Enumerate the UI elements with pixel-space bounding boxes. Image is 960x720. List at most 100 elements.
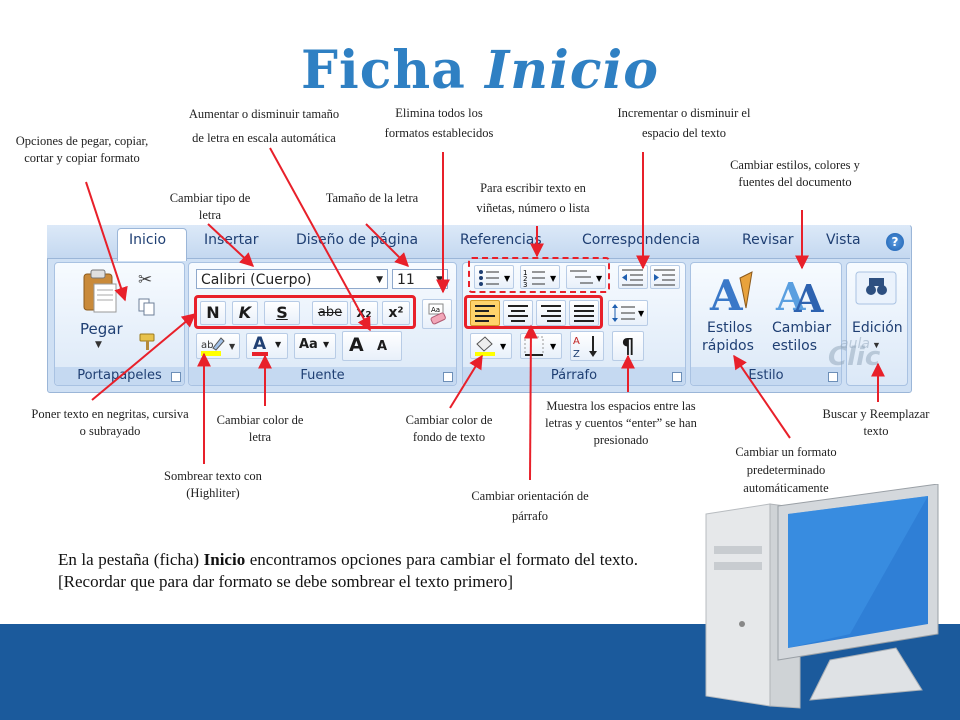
clear-formatting-button[interactable]: Aa bbox=[422, 299, 452, 329]
paint-bucket-icon: ▼ bbox=[475, 336, 507, 356]
tab-insertar[interactable]: Insertar bbox=[204, 232, 259, 248]
body-text-bold: Inicio bbox=[203, 550, 246, 569]
font-size-select[interactable]: 11▼ bbox=[392, 269, 448, 289]
svg-text:Aa: Aa bbox=[431, 306, 440, 314]
annotation-bullets: Para escribir texto en viñetas, número o… bbox=[476, 181, 590, 215]
change-case-button[interactable]: Aa ▼ bbox=[294, 333, 336, 359]
tab-referencias[interactable]: Referencias bbox=[460, 232, 542, 248]
svg-text:Z: Z bbox=[573, 349, 580, 360]
underline-button[interactable]: S bbox=[264, 301, 300, 325]
annotation-quick-style: Cambiar un formato predeterminado automá… bbox=[735, 445, 837, 496]
change-case-label: Aa bbox=[299, 337, 318, 352]
svg-text:▼: ▼ bbox=[229, 342, 236, 351]
paste-dropdown-icon[interactable]: ▼ bbox=[95, 340, 102, 350]
group-font-label: Fuente bbox=[189, 367, 456, 385]
svg-text:▼: ▼ bbox=[500, 342, 507, 351]
annotation-find-replace: Buscar y Reemplazar texto bbox=[822, 407, 930, 438]
tab-diseno-pagina[interactable]: Diseño de página bbox=[296, 232, 419, 248]
clipboard-launcher-icon[interactable] bbox=[171, 372, 181, 382]
font-launcher-icon[interactable] bbox=[443, 372, 453, 382]
justify-button[interactable] bbox=[569, 300, 599, 326]
decrease-indent-icon bbox=[622, 269, 643, 286]
paragraph-launcher-icon[interactable] bbox=[672, 372, 682, 382]
italic-button[interactable]: K bbox=[232, 301, 258, 325]
editing-button[interactable]: Edición ▼ bbox=[852, 268, 903, 358]
quick-styles-button[interactable]: A Estilos rápidos bbox=[700, 268, 766, 360]
quick-styles-label-line2: rápidos bbox=[702, 338, 754, 354]
strikethrough-button[interactable]: abe bbox=[312, 301, 348, 325]
shrink-font-icon[interactable]: A bbox=[377, 339, 388, 354]
editing-label: Edición bbox=[852, 320, 903, 336]
tab-correspondencia[interactable]: Correspondencia bbox=[582, 232, 701, 248]
change-styles-icon: AA bbox=[775, 274, 824, 321]
help-icon[interactable]: ? bbox=[886, 233, 904, 251]
show-formatting-marks-button[interactable]: ¶ bbox=[612, 331, 644, 361]
annotation-grow-shrink: Aumentar o disminuir tamaño de letra en … bbox=[188, 107, 340, 145]
arrow-alignment bbox=[523, 324, 538, 481]
quick-styles-icon: A bbox=[709, 271, 753, 320]
title-main: Ficha bbox=[301, 40, 466, 101]
font-color-letter: A bbox=[253, 334, 267, 354]
computer-illustration bbox=[705, 484, 939, 709]
svg-text:A: A bbox=[775, 274, 806, 318]
styles-launcher-icon[interactable] bbox=[828, 372, 838, 382]
copy-icon[interactable] bbox=[138, 298, 156, 316]
paste-icon bbox=[83, 269, 117, 313]
grow-shrink-font-buttons[interactable]: A A bbox=[342, 331, 402, 361]
align-left-button[interactable] bbox=[470, 300, 500, 326]
arrow-shading bbox=[449, 354, 483, 409]
superscript-button[interactable]: x² bbox=[382, 301, 410, 325]
highlighter-icon: ab▼ bbox=[201, 337, 236, 356]
annotation-change-styles: Cambiar estilos, colores y fuentes del d… bbox=[730, 158, 860, 189]
annotation-font-size: Tamaño de la letra bbox=[325, 191, 419, 205]
bullets-button[interactable]: ▼ bbox=[474, 265, 514, 289]
shading-button[interactable]: ▼ bbox=[470, 333, 512, 359]
annotation-alignment: Cambiar orientación de párrafo bbox=[471, 489, 589, 523]
tab-inicio-bg bbox=[117, 228, 187, 261]
annotation-clear-formats: Elimina todos los formatos establecidos bbox=[384, 106, 494, 140]
multilevel-list-icon: ▼ bbox=[570, 270, 603, 284]
tab-revisar[interactable]: Revisar bbox=[742, 232, 794, 248]
bold-button[interactable]: N bbox=[200, 301, 226, 325]
align-left-icon bbox=[475, 305, 495, 322]
editing-chevron-down-icon: ▼ bbox=[872, 340, 881, 350]
svg-text:▼: ▼ bbox=[638, 309, 645, 318]
increase-indent-button[interactable] bbox=[650, 265, 680, 289]
font-color-button[interactable]: A ▼ bbox=[246, 333, 288, 359]
sort-az-icon: AZ bbox=[573, 336, 597, 360]
paste-label[interactable]: Pegar bbox=[80, 320, 123, 338]
line-spacing-icon: ▼ bbox=[612, 304, 645, 322]
borders-button[interactable]: ▼ bbox=[520, 333, 562, 359]
svg-text:▼: ▼ bbox=[550, 274, 557, 283]
align-center-button[interactable] bbox=[503, 300, 533, 326]
font-color-swatch bbox=[252, 352, 268, 356]
tab-inicio[interactable]: Inicio bbox=[129, 232, 167, 248]
cut-icon[interactable]: ✂ bbox=[138, 270, 153, 290]
arrow-quick-style bbox=[733, 354, 791, 439]
annotation-font-type: Cambiar tipo de letra bbox=[169, 191, 251, 222]
svg-text:A: A bbox=[573, 336, 580, 347]
paste-button[interactable] bbox=[62, 268, 134, 360]
annotation-highlight: Sombrear texto con (Highliter) bbox=[164, 469, 262, 500]
arrow-bold-italic-underline bbox=[91, 313, 197, 401]
format-painter-icon[interactable] bbox=[138, 332, 160, 352]
arrow-font-type bbox=[207, 223, 255, 267]
align-center-icon bbox=[508, 305, 528, 322]
align-right-icon bbox=[541, 305, 561, 322]
eraser-icon: Aa bbox=[428, 303, 446, 325]
annotation-paste-options: Opciones de pegar, copiar, cortar y copi… bbox=[15, 134, 149, 165]
multilevel-list-button[interactable]: ▼ bbox=[566, 265, 606, 289]
body-text-before: En la pestaña (ficha) bbox=[58, 550, 204, 569]
quick-styles-label-line1: Estilos bbox=[707, 320, 753, 336]
tab-vista[interactable]: Vista bbox=[826, 232, 861, 248]
bold-italic-underline-highlight-box bbox=[194, 295, 416, 329]
line-spacing-button[interactable]: ▼ bbox=[608, 300, 648, 326]
svg-text:▼: ▼ bbox=[596, 274, 603, 283]
grow-font-icon[interactable]: A bbox=[349, 334, 364, 356]
annotation-bold-italic-underline: Poner texto en negritas, cursiva o subra… bbox=[31, 407, 189, 438]
align-right-button[interactable] bbox=[536, 300, 566, 326]
svg-text:▼: ▼ bbox=[550, 342, 557, 351]
